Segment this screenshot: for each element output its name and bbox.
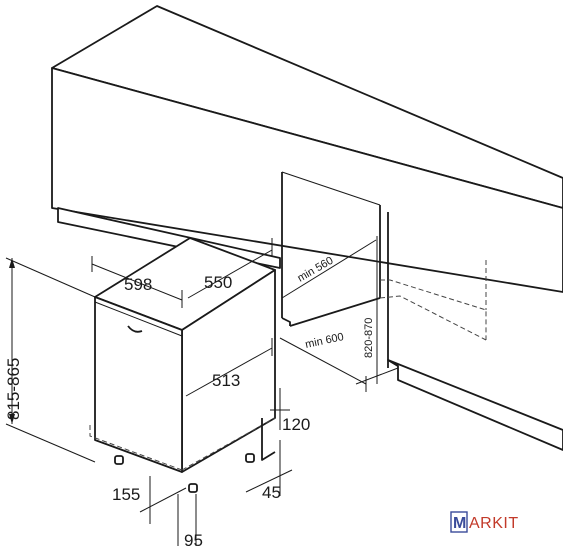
- niche-depth-dim-line: [279, 337, 367, 385]
- height-ext-top: [5, 257, 96, 298]
- logo-initial: M: [453, 515, 466, 532]
- arrow-up-icon: [9, 258, 15, 268]
- toe-kick-label: 120: [282, 415, 310, 434]
- door-top-edge: [94, 301, 183, 337]
- countertop-front-face: [51, 67, 563, 293]
- height-range-label: 815-865: [4, 358, 23, 420]
- height-ext-bottom: [5, 423, 96, 463]
- arrow-down-icon: [9, 414, 15, 424]
- logo-text: ARKIT: [469, 515, 519, 532]
- countertop-cabinet: [51, 5, 563, 451]
- door-handle-icon: [127, 325, 143, 333]
- logo-box-icon: [450, 511, 468, 533]
- side-plinth-step: [261, 418, 276, 461]
- niche-depth-label: min 600: [304, 331, 345, 351]
- dishwasher: [89, 237, 276, 493]
- depth-label: 550: [204, 273, 232, 292]
- foot-rear-right: [245, 453, 255, 463]
- plinth-offset-label: 45: [262, 483, 281, 502]
- niche-width-dim-line: [281, 239, 377, 299]
- niche-ceiling: [281, 171, 381, 206]
- niche-height-label: 820-870: [363, 318, 375, 358]
- markit-logo: M ARKIT: [450, 511, 519, 533]
- right-cabinet-foot: [387, 359, 399, 367]
- foot-setback-label: 155: [112, 485, 140, 504]
- foot-offset-label: 95: [184, 531, 203, 550]
- foot-front-right: [188, 483, 198, 493]
- right-cabinet-plinth: [387, 359, 563, 451]
- dimension-lines: [5, 236, 399, 546]
- door-depth-dim-line: [185, 347, 273, 397]
- depth-dim-line: [187, 249, 273, 299]
- plinth-hidden-right: [181, 417, 276, 471]
- niche-hidden-outline: [380, 279, 487, 340]
- niche-floor-back: [289, 297, 381, 327]
- width-dim-line: [91, 263, 183, 301]
- door-depth-label: 513: [212, 371, 240, 390]
- niche-width-label: min 560: [296, 255, 336, 285]
- niche-hidden-floor: [379, 295, 487, 341]
- width-label: 598: [124, 275, 152, 294]
- foot-front-left: [114, 455, 124, 465]
- niche-floor-corner: [281, 317, 291, 326]
- plinth-hidden-left: [89, 425, 183, 471]
- foot-setback-ext: [139, 487, 187, 513]
- plinth-offset-ext: [245, 469, 293, 493]
